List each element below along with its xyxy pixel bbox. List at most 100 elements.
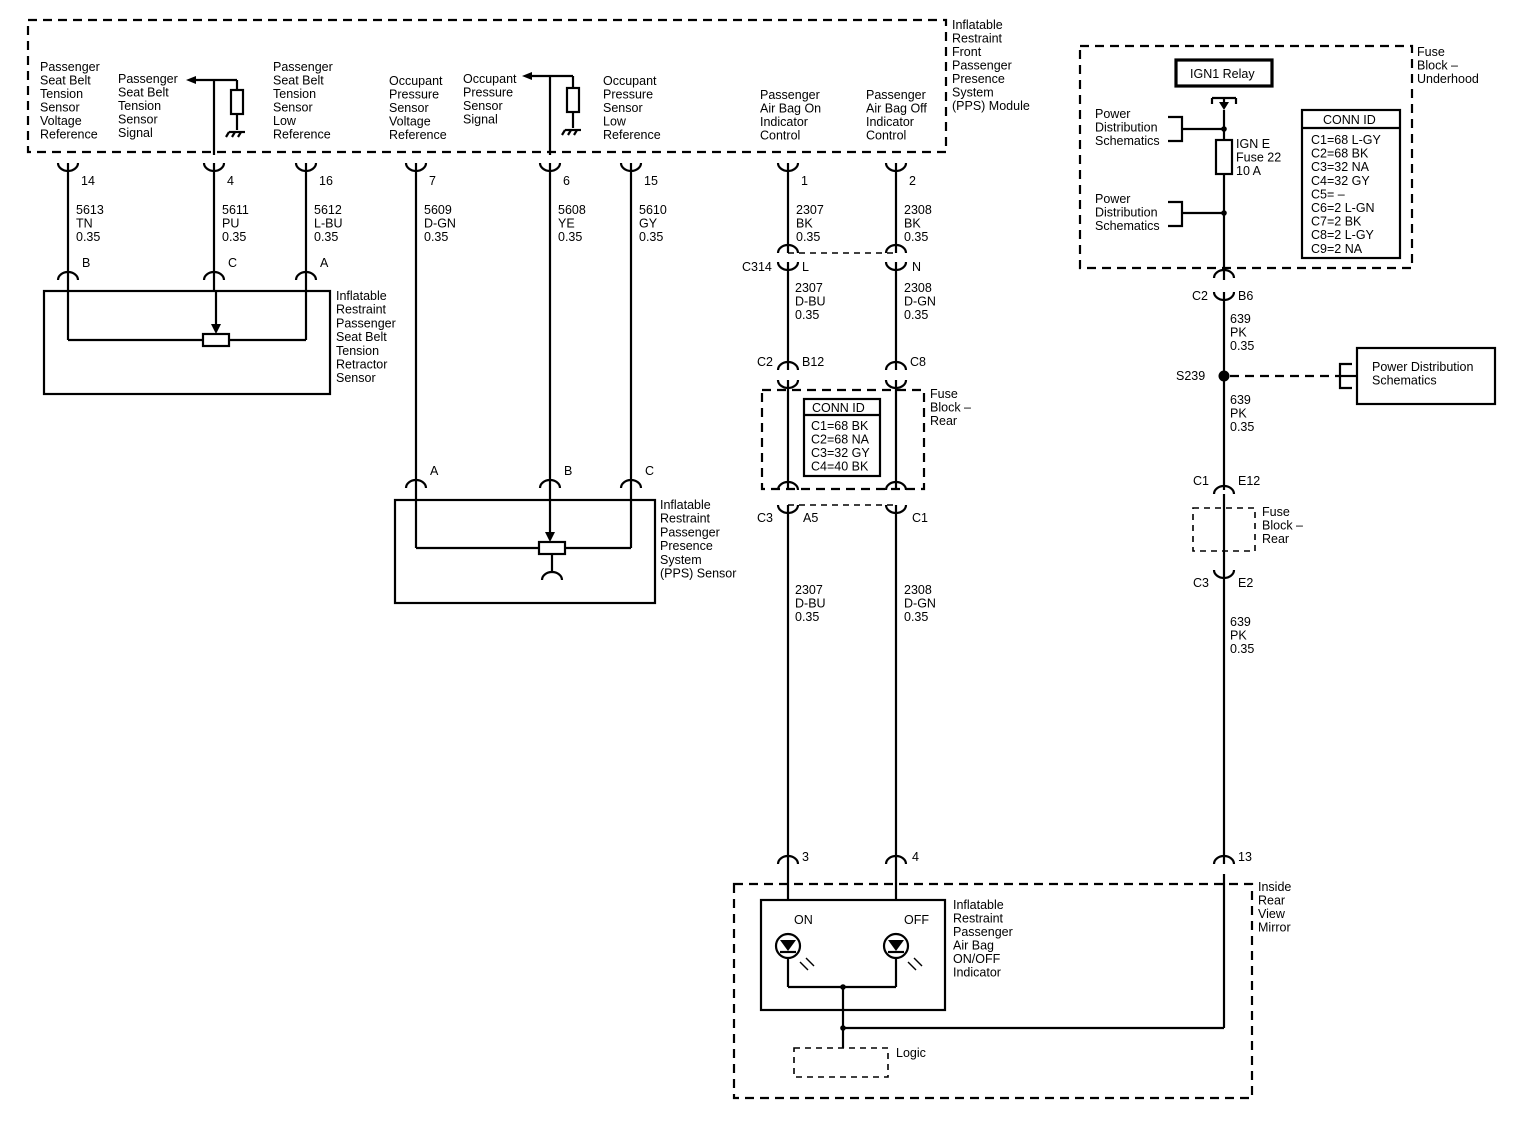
fbr-bottom-on-cavity: A5: [803, 511, 818, 525]
connector-pin: [776, 360, 800, 371]
mirror-pin-off: 4: [912, 850, 919, 864]
ign-c3-cavity: E2: [1238, 576, 1253, 590]
on-label: ON: [794, 913, 813, 927]
c314-label: C314: [742, 260, 772, 274]
mirror-pin-on: 3: [802, 850, 809, 864]
connector-pin: [884, 379, 908, 390]
fbr-conn-id-header: CONN ID: [812, 401, 865, 415]
ign-c2-cavity: B6: [1238, 289, 1253, 303]
c314-cavity-off: N: [912, 260, 921, 274]
cavity-letter: A: [320, 256, 329, 270]
logic-label: Logic: [896, 1046, 926, 1060]
connector-pin: [776, 261, 800, 272]
connector-pin: [884, 504, 908, 515]
pin-number: 4: [227, 174, 234, 188]
component-pin: [538, 478, 562, 489]
component-pin: [202, 270, 226, 281]
connector-pin: [776, 504, 800, 515]
pressure-signal-pullup: [522, 72, 581, 155]
fbr-bottom-off-conn: C1: [912, 511, 928, 525]
component-pin: [404, 478, 428, 489]
cavity-letter: A: [430, 464, 439, 478]
cavity-letter: B: [82, 256, 90, 270]
pin-number: 14: [81, 174, 95, 188]
connector-pin: [776, 243, 800, 254]
ign-c2-conn: C2: [1192, 289, 1208, 303]
on-led-icon: [774, 932, 815, 971]
connector-pin: [884, 243, 908, 254]
connector-pin: [884, 360, 908, 371]
belt-signal-pullup: [186, 76, 245, 155]
ign-c3-conn: C3: [1193, 576, 1209, 590]
cavity-letter: B: [564, 464, 572, 478]
connector-pin: [884, 480, 908, 491]
mirror-pin-ign: 13: [1238, 850, 1252, 864]
connector-pin: [884, 854, 908, 865]
fbr-top-off-conn: C8: [910, 355, 926, 369]
ign1-relay-label: IGN1 Relay: [1190, 67, 1255, 81]
fbr-top-on-cavity: B12: [802, 355, 824, 369]
ign-c1-conn: C1: [1193, 474, 1209, 488]
component-pin: [56, 270, 80, 281]
cavity-letter: C: [645, 464, 654, 478]
component-pin: [619, 478, 643, 489]
pin-number: 15: [644, 174, 658, 188]
pin-number: 1: [801, 174, 808, 188]
pin-number: 2: [909, 174, 916, 188]
ign-c1-cavity: E12: [1238, 474, 1260, 488]
fbr-bottom-on-conn: C3: [757, 511, 773, 525]
connector-pin: [884, 261, 908, 272]
fbu-conn-id-header: CONN ID: [1323, 113, 1376, 127]
pin-number: 6: [563, 174, 570, 188]
connector-pin: [776, 480, 800, 491]
off-label: OFF: [904, 913, 929, 927]
splice-s239-label: S239: [1176, 369, 1205, 383]
c314-cavity-on: L: [802, 260, 809, 274]
connector-pin: [776, 854, 800, 865]
